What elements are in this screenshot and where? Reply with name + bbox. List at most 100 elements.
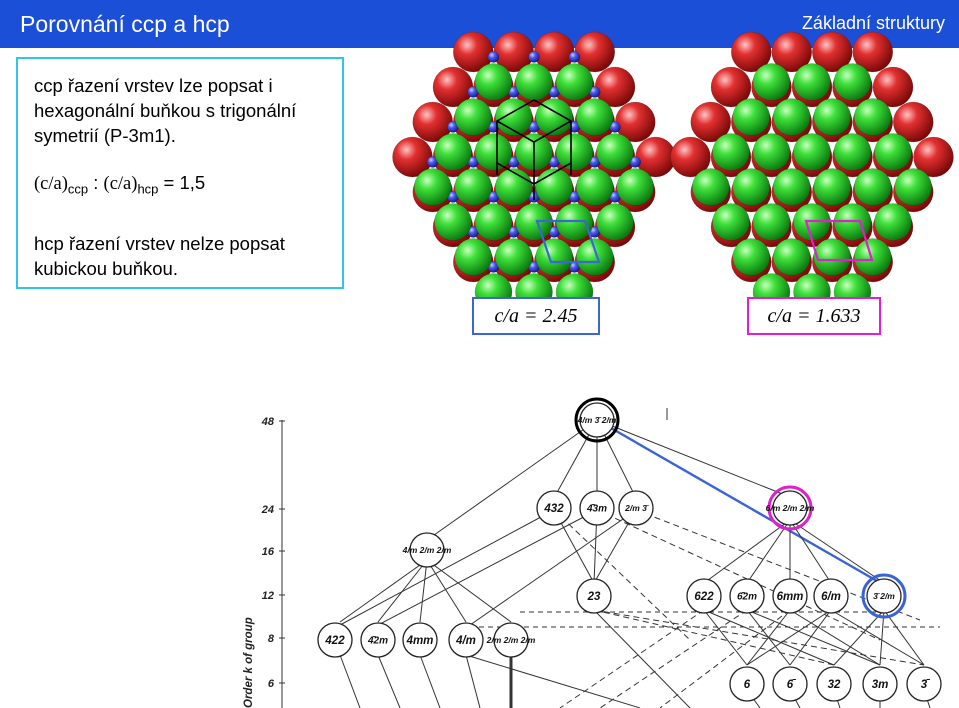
point-group-node: 3̄	[906, 666, 942, 702]
point-group-node: 4̄2m	[360, 622, 396, 658]
node-circle	[772, 578, 808, 614]
node-circle	[686, 578, 722, 614]
green-atom	[576, 238, 614, 276]
green-atom	[833, 63, 872, 101]
green-atom	[555, 63, 594, 101]
ccp-ca-ratio-label: c/a = 2.45	[472, 297, 600, 335]
green-atom	[793, 133, 831, 171]
node-circle	[409, 532, 445, 568]
green-atom	[414, 168, 452, 206]
ratio-formula: (c/a)ccp : (c/a)hcp = 1,5	[34, 172, 205, 197]
green-atom	[773, 168, 811, 206]
red-atom	[771, 31, 812, 73]
node-circle	[402, 622, 438, 658]
node-label: 6/m	[821, 591, 841, 603]
green-atom	[596, 133, 634, 171]
point-group-node: 432	[536, 490, 572, 526]
green-atom	[813, 168, 851, 206]
node-label: 622	[694, 591, 714, 603]
slide-title: Porovnání ccp a hcp	[20, 11, 230, 37]
node-circle	[866, 578, 902, 614]
point-group-node: 622	[686, 578, 722, 614]
green-atom	[576, 168, 614, 206]
node-label: 4̄3m	[586, 503, 607, 514]
node-label: 2/m 2/m 2/m	[486, 635, 536, 645]
red-atom	[731, 31, 772, 73]
green-atom	[474, 203, 513, 241]
point-group-node: 4/m 2/m 2/m	[402, 532, 452, 568]
green-atom	[874, 133, 912, 171]
green-atom	[454, 238, 492, 276]
green-atom	[495, 98, 533, 136]
node-circle	[816, 666, 852, 702]
node-circle	[862, 666, 898, 702]
node-label: 4mm	[406, 635, 434, 647]
node-label: 2/m 3̄	[624, 503, 650, 513]
node-circle	[579, 402, 615, 438]
green-atom	[773, 238, 811, 276]
node-circle	[317, 622, 353, 658]
green-atom	[894, 168, 932, 206]
green-atom	[813, 238, 851, 276]
green-atom	[854, 168, 892, 206]
point-group-node: 3̄ 2/m	[861, 573, 907, 619]
red-atom	[670, 136, 711, 178]
ratio-colon: :	[88, 172, 104, 193]
node-circle	[618, 490, 654, 526]
green-atom	[454, 98, 492, 136]
slide-section-label: Základní struktury	[801, 13, 945, 33]
green-atom	[616, 168, 654, 206]
green-atom	[434, 203, 472, 241]
ccp-unit-cell-rhombus	[535, 219, 601, 264]
point-group-node: 422	[317, 622, 353, 658]
ratio-value: = 1,5	[158, 172, 206, 193]
green-atom	[474, 133, 513, 171]
red-atom	[893, 101, 934, 143]
ratio-ccp-sub: ccp	[67, 181, 89, 197]
info-box: ccp řazení vrstev lze popsat i hexagonál…	[16, 57, 344, 289]
node-label: 4̄2m	[367, 635, 388, 646]
green-atom	[732, 168, 770, 206]
node-circle	[360, 622, 396, 658]
point-group-node: 23	[576, 578, 612, 614]
node-label: 6/m 2/m 2/m	[766, 503, 815, 513]
node-label: 3̄ 2/m	[873, 591, 895, 601]
green-atom	[495, 238, 533, 276]
green-atom	[833, 133, 872, 171]
green-atom	[712, 203, 750, 241]
node-label: 6mm	[777, 591, 804, 603]
node-highlight-ring	[861, 573, 907, 619]
node-label: 3̄	[921, 679, 930, 691]
red-atom	[852, 31, 893, 73]
node-label: 6̄2m	[737, 591, 757, 602]
point-group-node: 6	[729, 666, 765, 702]
node-label: 432	[543, 503, 564, 515]
node-label: 4/m 2/m 2/m	[402, 545, 452, 555]
green-atom	[752, 203, 791, 241]
point-group-node: 6̄2m	[729, 578, 765, 614]
y-tick-label: 24	[261, 504, 274, 516]
green-atom	[434, 133, 472, 171]
node-label: 422	[324, 635, 345, 647]
green-atom	[596, 203, 634, 241]
red-atom	[872, 66, 914, 108]
red-atom	[690, 101, 731, 143]
info-paragraph-ccp: ccp řazení vrstev lze popsat i hexagonál…	[34, 75, 297, 146]
ccp-hexagonal-cell-outline	[496, 99, 572, 200]
node-highlight-ring	[574, 397, 620, 443]
node-label: 32	[828, 679, 841, 691]
node-circle	[579, 490, 615, 526]
ratio-hcp-sub: hcp	[137, 181, 159, 197]
blue-atom	[568, 51, 581, 63]
ccp-packing	[392, 31, 676, 311]
green-atom	[555, 133, 594, 171]
green-atom	[752, 63, 791, 101]
point-group-node: 4/m	[448, 622, 484, 658]
node-circle	[772, 666, 808, 702]
y-tick-label: 8	[268, 633, 275, 645]
y-tick-label: 6	[268, 678, 275, 690]
red-atom	[913, 136, 954, 178]
green-atom	[854, 98, 892, 136]
